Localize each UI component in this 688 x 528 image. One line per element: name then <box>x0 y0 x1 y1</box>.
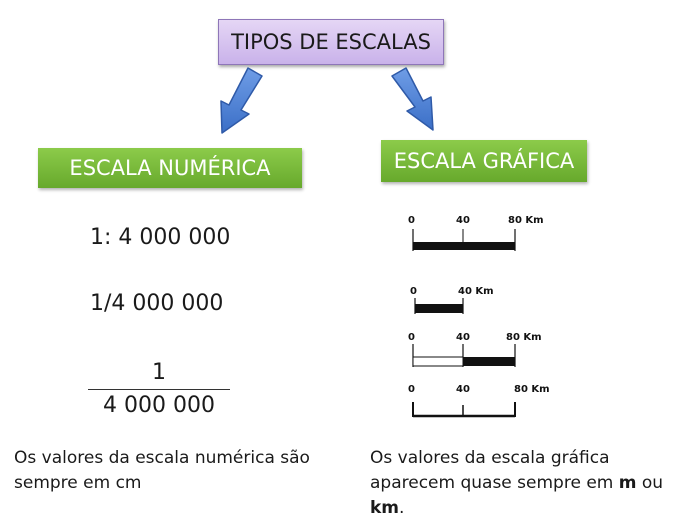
bar3-white-segment <box>412 356 464 367</box>
fraction-denominator: 4 000 000 <box>103 393 215 418</box>
bar1-fill <box>413 242 515 250</box>
graphic-desc-part3: . <box>399 498 405 518</box>
bar1-label-40: 40 <box>456 215 470 226</box>
bar4-label-40: 40 <box>456 384 470 395</box>
graphic-desc-bold-km: km <box>370 498 400 518</box>
graphic-scale-label: ESCALA GRÁFICA <box>393 149 575 173</box>
left-arrow-icon <box>220 67 263 134</box>
numeric-ratio-slash: 1/4 000 000 <box>90 291 224 316</box>
right-arrow-icon <box>391 67 434 131</box>
bar3-label-0: 0 <box>408 332 415 343</box>
numeric-scale-label-box: ESCALA NUMÉRICA <box>38 148 302 188</box>
numeric-ratio-colon: 1: 4 000 000 <box>90 225 231 250</box>
fraction-numerator: 1 <box>152 360 166 385</box>
scale-bar-solid: 0 40 80 Km <box>408 215 544 251</box>
bar4-label-80: 80 Km <box>514 384 550 395</box>
scale-bar-ticks: 0 40 80 Km <box>408 384 550 418</box>
bar2-fill <box>415 304 463 313</box>
numeric-scale-label: ESCALA NUMÉRICA <box>69 156 271 180</box>
graphic-desc-part1: Os valores da escala gráfica aparecem qu… <box>370 448 619 493</box>
bar3-label-80: 80 Km <box>506 332 542 343</box>
bar1-label-80: 80 Km <box>508 215 544 226</box>
bar3-label-40: 40 <box>456 332 470 343</box>
graphic-scale-bars: 0 40 80 Km 0 40 Km 0 40 80 Km 0 40 80 Km <box>408 215 550 418</box>
title-box: TIPOS DE ESCALAS <box>218 19 444 65</box>
title-text: TIPOS DE ESCALAS <box>231 30 431 54</box>
bar2-label-40: 40 Km <box>458 286 494 297</box>
bar3-black-segment <box>463 357 515 366</box>
scale-bar-short: 0 40 Km <box>410 286 494 314</box>
graphic-desc-bold-m: m <box>618 473 637 493</box>
bar4-label-0: 0 <box>408 384 415 395</box>
scale-bar-alternating: 0 40 80 Km <box>408 332 542 367</box>
graphic-desc-part2: ou <box>636 473 664 493</box>
fraction-line <box>88 389 230 390</box>
graphic-scale-description: Os valores da escala gráfica aparecem qu… <box>370 446 680 521</box>
bar1-label-0: 0 <box>408 215 415 226</box>
bar2-label-0: 0 <box>410 286 417 297</box>
graphic-scale-label-box: ESCALA GRÁFICA <box>381 140 587 182</box>
numeric-scale-description: Os valores da escala numérica são sempre… <box>14 448 310 493</box>
